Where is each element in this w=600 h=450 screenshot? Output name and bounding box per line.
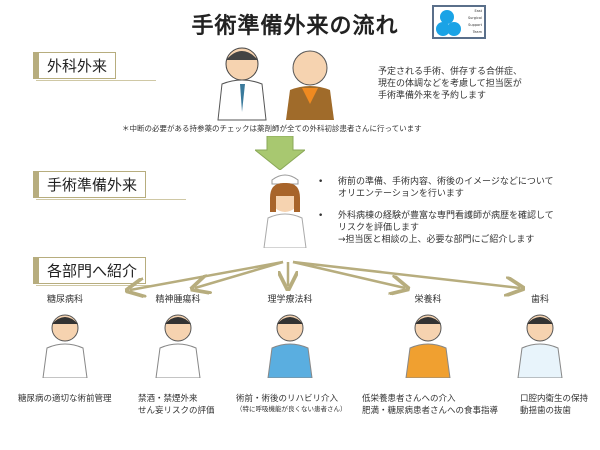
arrow-psycho-oncology [195,260,284,288]
doctor-patient-illustration [217,47,334,121]
divider [36,80,156,81]
pharmacist-note: ＊中断の必要がある持参薬のチェックは薬剤師が全ての外科初診患者さんに行っています [122,124,422,133]
department-description: 禁酒・禁煙外来せん妄リスクの評価 [138,394,215,416]
divider [36,199,186,200]
department-name: 歯科 [530,295,549,305]
department-name: 精神腫瘍科 [155,295,201,305]
department-staff-illustration [517,314,563,378]
bullet-item: •術前の準備、手術内容、術後のイメージなどについてオリエンテーションを行います [318,177,554,199]
logo-circle [440,10,454,24]
department-description: 糖尿病の適切な術前管理 [18,394,112,404]
department-staff-illustration [42,314,88,378]
bullet-item: •外科病棟の経験が豊富な専門看護師が病歴を確認してリスクを評価します→担当医と相… [318,211,554,245]
department-staff-illustration [267,314,313,378]
department-description: 術前・術後のリハビリ介入（特に呼吸機能が良くない患者さん） [236,394,347,413]
department-description: 低栄養患者さんへの介入肥満・糖尿病患者さんへの食事指導 [362,394,499,416]
arrow-nutrition [292,260,405,288]
nurse-illustration [263,174,307,248]
department-name: 理学療法科 [267,295,313,305]
down-arrow [255,136,305,170]
logo-circle [447,22,461,36]
department-description: 口腔内衛生の保持動揺歯の抜歯 [520,394,589,416]
department-staff-illustration [155,314,201,378]
outpatient-description: 予定される手術、併存する合併症、 現在の体調などを考慮して担当医が 手術準備外来… [378,67,523,101]
section-outpatient-label: 外科外来 [33,52,117,79]
arrow-dental [292,260,520,288]
page-title: 手術準備外来の流れ [191,14,399,39]
divider [36,285,156,286]
logo-circle [436,22,450,36]
preparation-bullets: •術前の準備、手術内容、術後のイメージなどについてオリエンテーションを行います … [318,176,598,246]
section-preparation-label: 手術準備外来 [33,171,147,198]
department-name: 栄養科 [414,295,442,305]
department-staff-illustration [405,314,451,378]
department-name: 糖尿病科 [46,295,83,305]
